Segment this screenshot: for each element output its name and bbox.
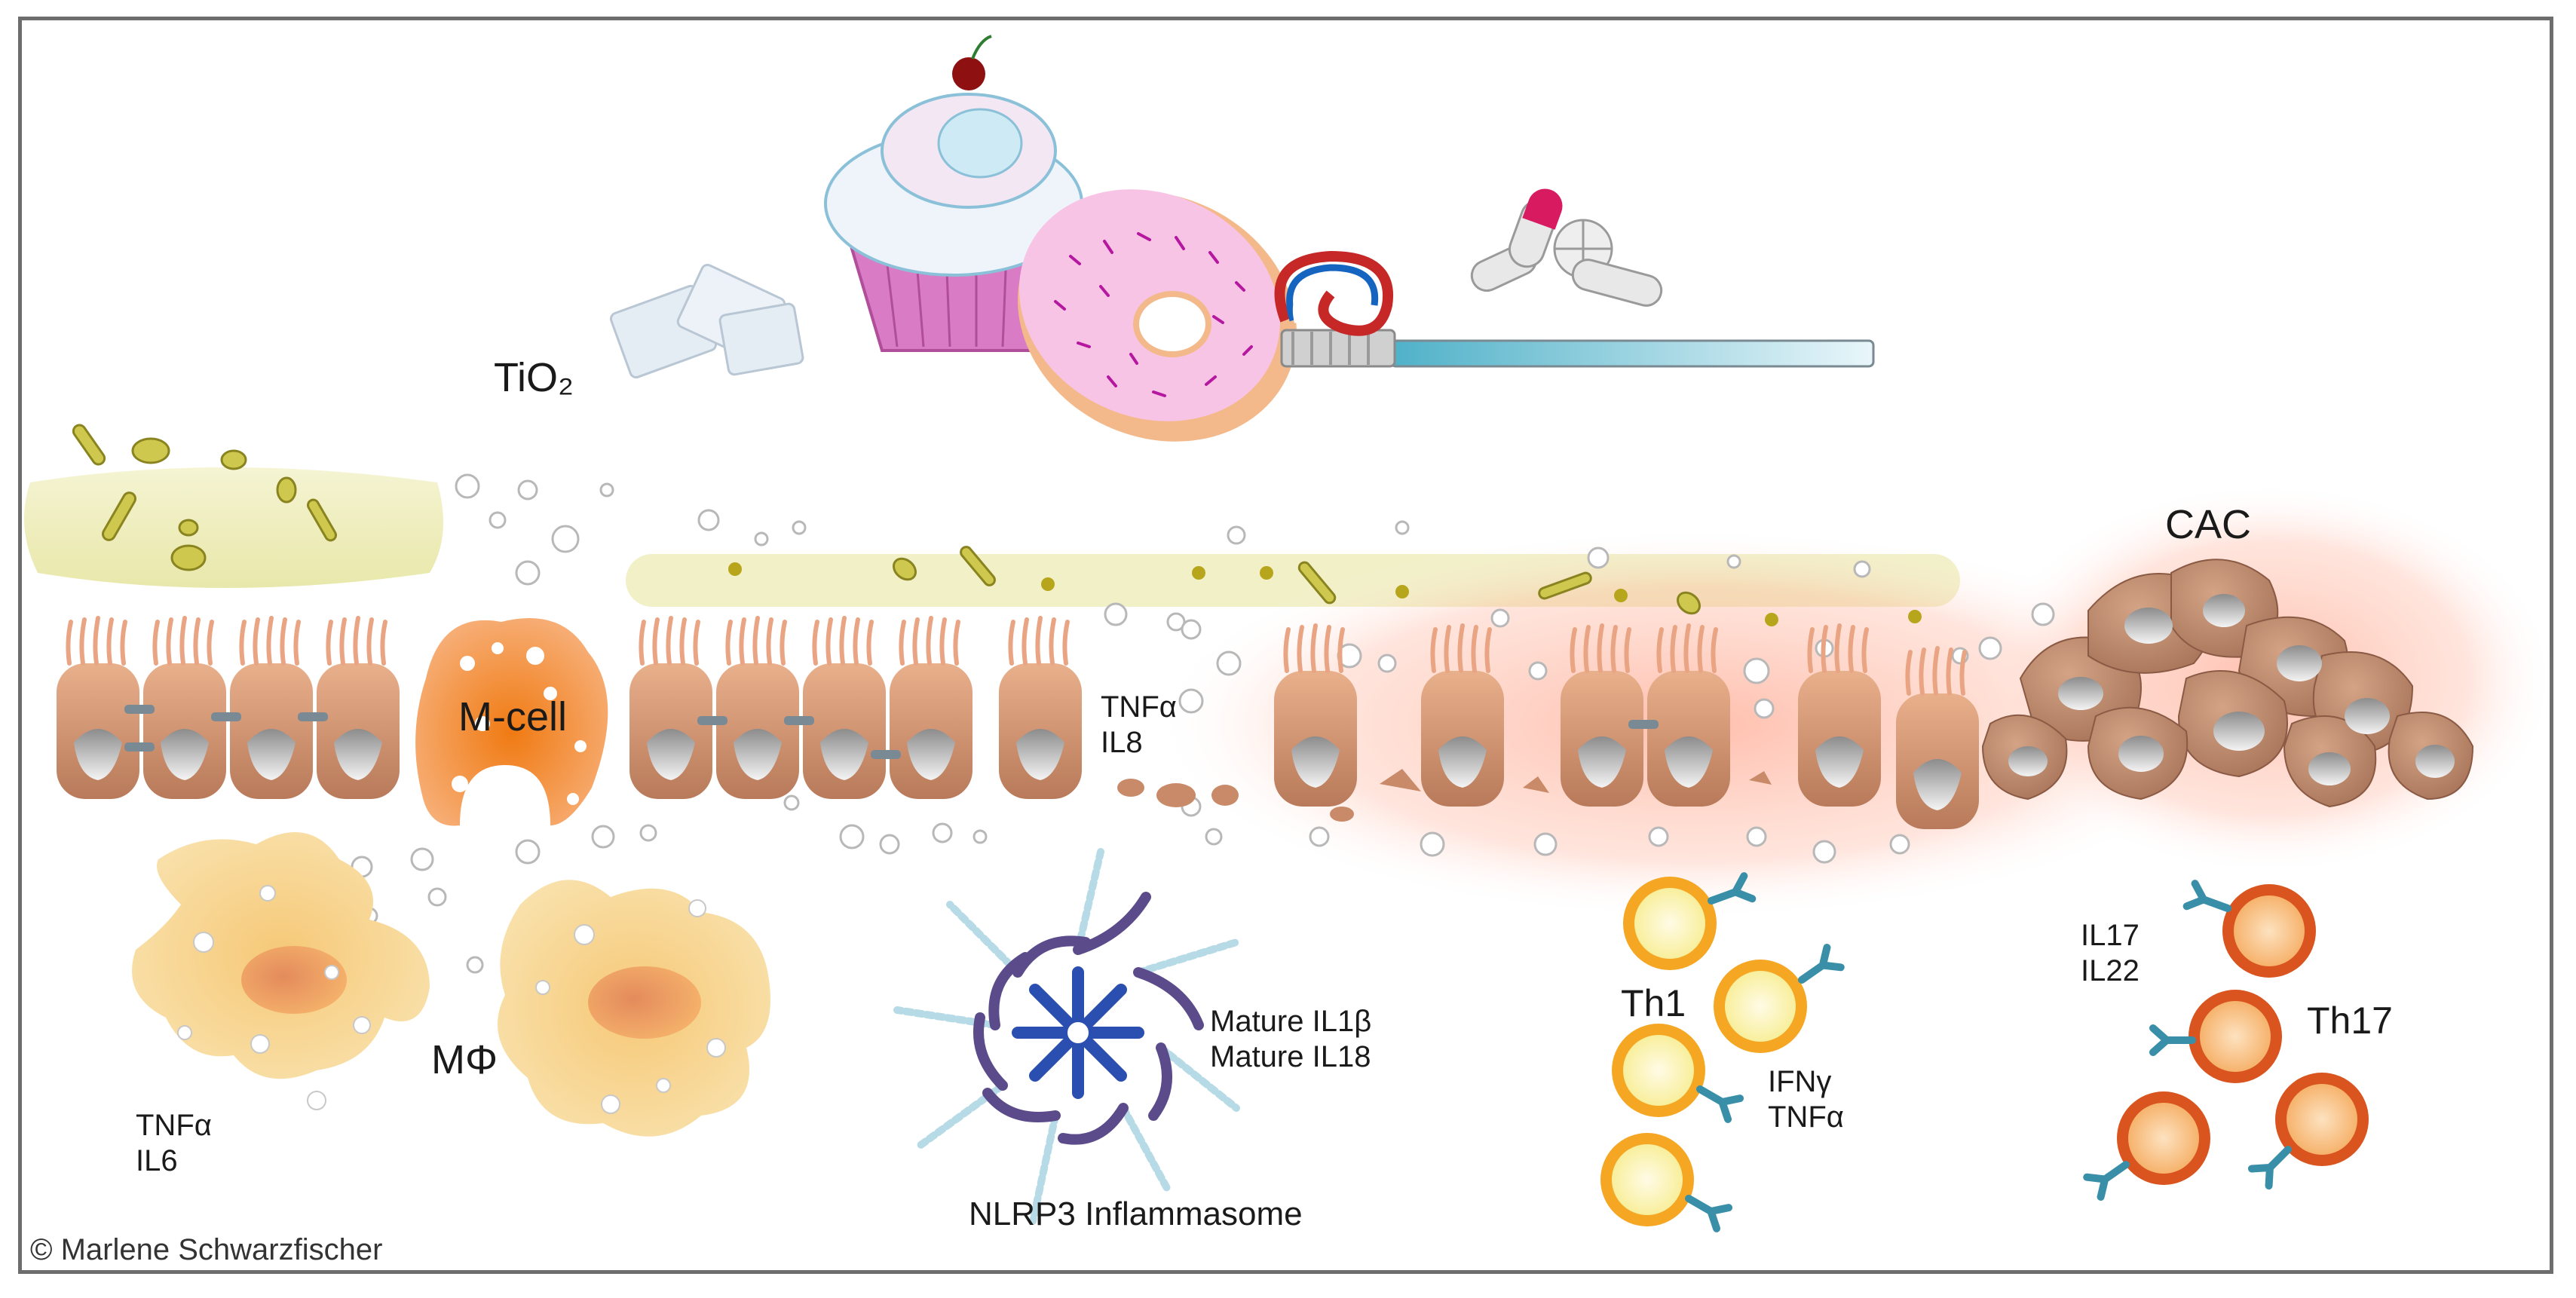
epithelium-middle: [629, 618, 1239, 807]
inflammasome-cytokines-label: Mature IL1β Mature IL18: [1210, 1004, 1371, 1075]
mucus-layer-left: [24, 467, 443, 588]
cytokine-il18: Mature IL18: [1210, 1040, 1371, 1074]
cytokine-ifng: IFNγ: [1768, 1065, 1832, 1098]
m-cell-label: M-cell: [458, 694, 567, 739]
m-cell: [415, 618, 608, 826]
macrophage-right: [498, 880, 770, 1137]
macrophage-label: MΦ: [431, 1037, 498, 1082]
cytokine-il17: IL17: [2081, 919, 2140, 952]
epithelium-left: [57, 618, 400, 799]
inflammasome-label: NLRP3 Inflammasome: [969, 1195, 1303, 1232]
copyright-label: © Marlene Schwarzfischer: [30, 1233, 383, 1266]
cytokine-il1b: Mature IL1β: [1210, 1005, 1372, 1038]
cytokine-tnfa: TNFα: [136, 1109, 212, 1142]
donut-icon: [1018, 189, 1297, 442]
macrophage-left: [132, 832, 430, 1110]
pills-icon: [1470, 188, 1663, 307]
cytokine-il22: IL22: [2081, 954, 2140, 988]
nlrp3-inflammasome: [893, 848, 1240, 1225]
cytokine-il8: IL8: [1101, 726, 1143, 760]
sugar-cubes-icon: [609, 263, 804, 379]
epithelium-inflamed: [1274, 626, 1979, 829]
cytokine-tnfa: TNFα: [1768, 1101, 1844, 1134]
th1-label: Th1: [1621, 982, 1686, 1024]
epithelium-cytokines-label: TNFα IL8: [1101, 690, 1177, 761]
th17-cytokines-label: IL17 IL22: [2081, 918, 2140, 989]
bacteria-icon: [72, 424, 1701, 615]
macrophage-cytokines-label: TNFα IL6: [136, 1108, 212, 1179]
cytokine-tnfa: TNFα: [1101, 690, 1177, 724]
cac-tumor: [1981, 559, 2474, 808]
toothbrush-icon: [1274, 250, 1875, 368]
nanoparticle-icon: [351, 473, 2055, 974]
cytokine-il6: IL6: [136, 1144, 178, 1178]
th1-cells: [1600, 876, 1841, 1229]
cac-label: CAC: [2165, 502, 2252, 547]
tio2-label: TiO₂: [494, 355, 574, 400]
th17-label: Th17: [2307, 1000, 2393, 1042]
th1-cytokines-label: IFNγ TNFα: [1768, 1064, 1844, 1135]
